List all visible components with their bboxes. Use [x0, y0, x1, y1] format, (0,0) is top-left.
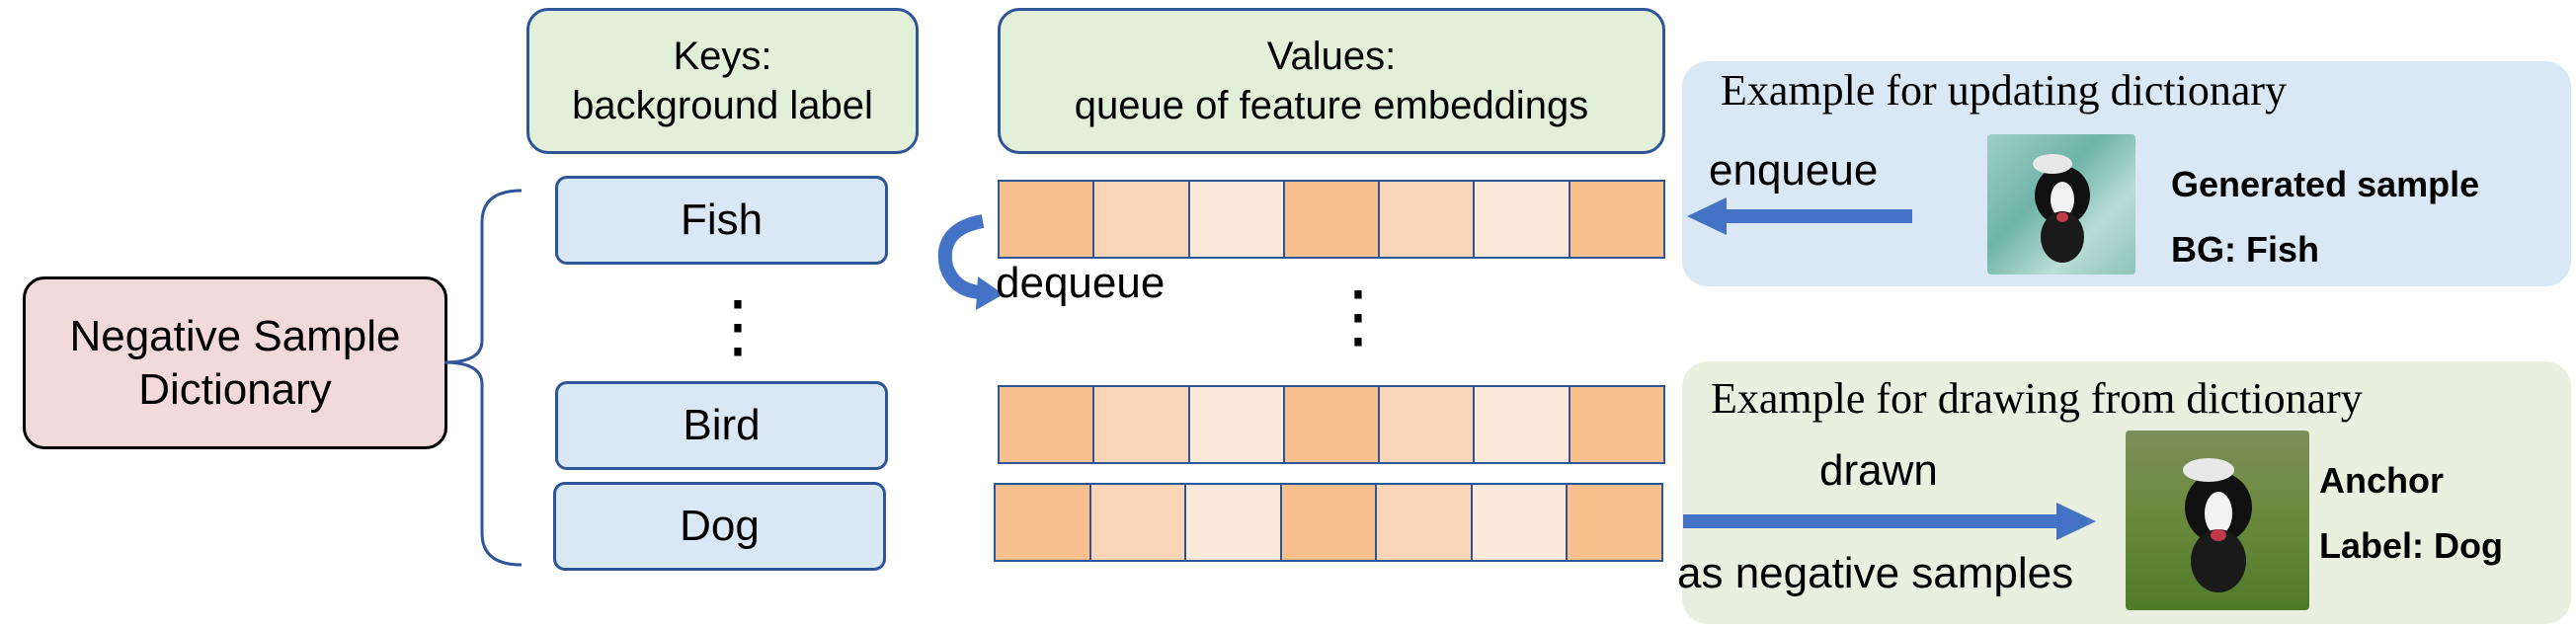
enqueue-label: enqueue: [1709, 146, 1879, 195]
dequeue-label: dequeue: [996, 259, 1166, 307]
drawn-arrow-icon: [1683, 503, 2096, 540]
draw-example-title: Example for drawing from dictionary: [1711, 374, 2363, 423]
dictionary-box: Negative Sample Dictionary: [23, 276, 447, 449]
queue-cell: [996, 485, 1091, 560]
anchor-image: [2126, 431, 2309, 610]
queue-cell: [1094, 182, 1190, 257]
queue-cell: [1189, 387, 1285, 462]
queue-cell: [1380, 182, 1476, 257]
queue-cell: [1281, 485, 1378, 560]
values-header-line1: Values:: [1266, 35, 1397, 78]
dog-icon: [2183, 458, 2252, 592]
queue-cell: [1475, 387, 1570, 462]
dictionary-line1: Negative Sample: [69, 311, 401, 360]
dog-icon: [2033, 154, 2090, 263]
key-fish-label: Fish: [680, 196, 764, 244]
enqueue-arrow-icon: [1687, 197, 1912, 235]
queue-cell: [1377, 485, 1473, 560]
values-header-line2: queue of feature embeddings: [1074, 84, 1589, 127]
queue-cell: [1472, 485, 1569, 560]
queue-fish: [998, 180, 1665, 259]
queue-cell: [1380, 387, 1476, 462]
dictionary-line2: Dictionary: [138, 364, 332, 414]
update-example-title: Example for updating dictionary: [1721, 66, 2288, 115]
queue-cell: [1284, 387, 1381, 462]
key-bird: Bird: [555, 381, 888, 470]
queue-cell: [1000, 182, 1095, 257]
queue-dog: [994, 483, 1663, 562]
keys-header-line1: Keys:: [673, 35, 772, 78]
key-dog-label: Dog: [680, 502, 760, 550]
anchor-title: Anchor: [2319, 460, 2444, 501]
queue-bird: [998, 385, 1665, 464]
queue-cell: [1570, 387, 1663, 462]
drawn-label: drawn: [1819, 446, 1938, 495]
keys-header: Keys: background label: [526, 8, 919, 154]
queue-cell: [1284, 182, 1381, 257]
negative-samples-label: as negative samples: [1677, 549, 2074, 597]
queue-cell: [1090, 485, 1187, 560]
queue-cell: [1570, 182, 1663, 257]
keys-header-line2: background label: [572, 84, 873, 127]
queue-cell: [1094, 387, 1190, 462]
dequeue-arrow-icon: [937, 214, 1004, 310]
anchor-label: Label: Dog: [2319, 525, 2503, 566]
queue-cell: [1186, 485, 1282, 560]
key-dog: Dog: [553, 482, 886, 571]
queue-cell: [1475, 182, 1570, 257]
queue-cell: [1568, 485, 1662, 560]
queue-cell: [1189, 182, 1285, 257]
generated-sample-title: Generated sample: [2171, 164, 2480, 204]
generated-sample-image: [1987, 134, 2135, 275]
key-bird-label: Bird: [683, 401, 761, 449]
values-header: Values: queue of feature embeddings: [998, 8, 1665, 154]
queue-cell: [1000, 387, 1095, 462]
generated-sample-bg: BG: Fish: [2171, 229, 2319, 270]
key-fish: Fish: [555, 176, 888, 265]
brace-icon: [443, 189, 523, 567]
